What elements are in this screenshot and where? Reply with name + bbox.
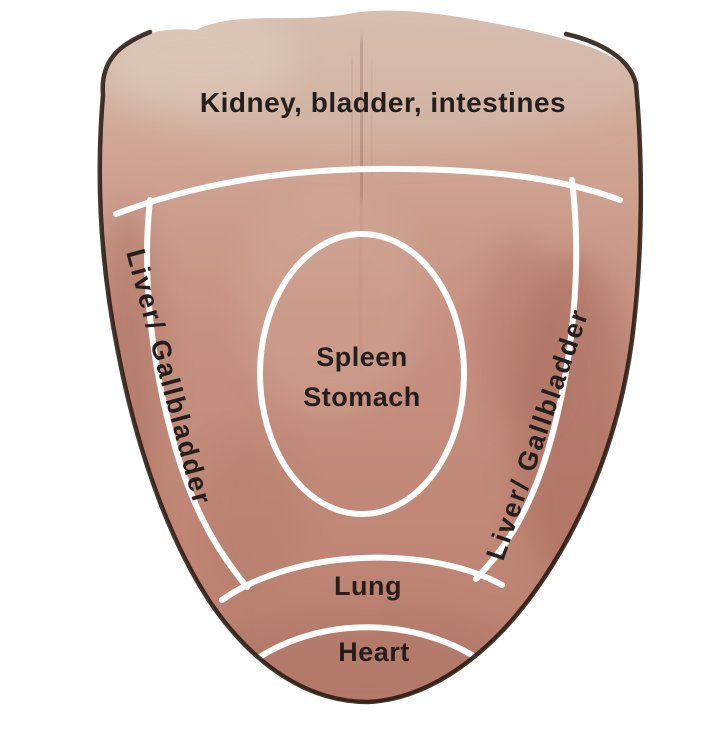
spleen-stomach-oval	[257, 231, 467, 517]
zone-divider-left-side	[144, 197, 250, 590]
zone-divider-right-side	[473, 177, 580, 582]
heart-label: Heart	[338, 637, 410, 667]
zone-divider-lung	[219, 554, 505, 603]
lung-label: Lung	[334, 571, 402, 601]
spleen-label: Spleen	[316, 342, 408, 372]
zone-divider-heart	[249, 624, 475, 665]
zone-divider-back	[113, 165, 623, 217]
tongue-outline	[97, 29, 644, 705]
kidney-bladder-intestines-label: Kidney, bladder, intestines	[200, 87, 566, 118]
stomach-label: Stomach	[303, 382, 421, 412]
